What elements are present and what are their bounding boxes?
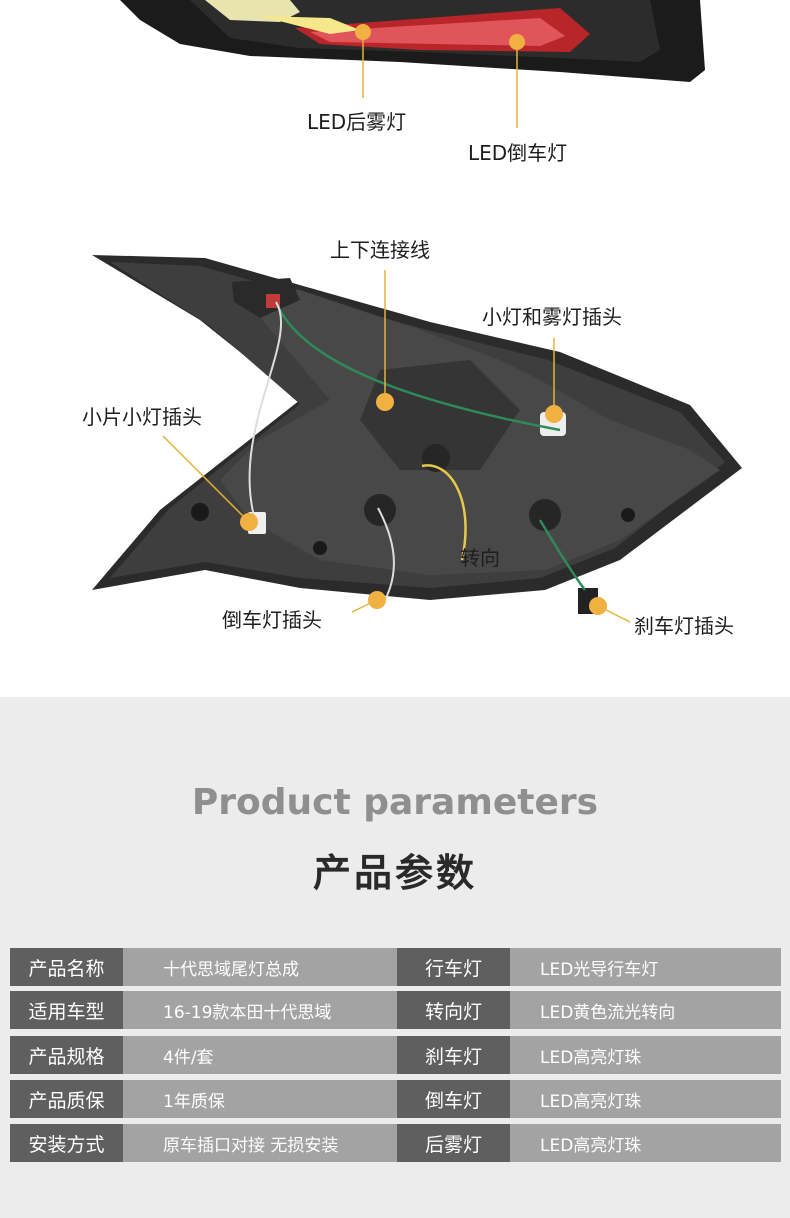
params-title-en: Product parameters bbox=[191, 782, 599, 823]
param-value: LED光导行车灯 bbox=[510, 948, 781, 986]
table-row: 产品名称 十代思域尾灯总成 行车灯 LED光导行车灯 bbox=[10, 948, 781, 986]
param-value: 4件/套 bbox=[123, 1036, 397, 1074]
callout-reverse-plug: 倒车灯插头 bbox=[222, 608, 322, 632]
param-value: LED高亮灯珠 bbox=[510, 1036, 781, 1074]
taillight-front-view bbox=[120, 0, 705, 82]
param-key: 适用车型 bbox=[10, 991, 123, 1029]
param-value: 16-19款本田十代思域 bbox=[123, 991, 397, 1029]
callout-connecting-wire: 上下连接线 bbox=[330, 238, 430, 262]
param-value: 原车插口对接 无损安装 bbox=[123, 1124, 397, 1162]
table-row: 适用车型 16-19款本田十代思域 转向灯 LED黄色流光转向 bbox=[10, 991, 781, 1029]
table-row: 产品质保 1年质保 倒车灯 LED高亮灯珠 bbox=[10, 1080, 781, 1118]
table-row: 安装方式 原车插口对接 无损安装 后雾灯 LED高亮灯珠 bbox=[10, 1124, 781, 1162]
param-key: 产品规格 bbox=[10, 1036, 123, 1074]
param-key: 倒车灯 bbox=[397, 1080, 510, 1118]
param-key: 行车灯 bbox=[397, 948, 510, 986]
params-title-cn: 产品参数 bbox=[312, 851, 477, 895]
param-key: 转向灯 bbox=[397, 991, 510, 1029]
table-row: 产品规格 4件/套 刹车灯 LED高亮灯珠 bbox=[10, 1036, 781, 1074]
param-value: LED高亮灯珠 bbox=[510, 1080, 781, 1118]
callout-turn: 转向 bbox=[460, 546, 500, 570]
product-photo-section: LED后雾灯 LED倒车灯 上下连接线 小灯和雾灯插头 小片小灯插头 转向 倒车… bbox=[82, 0, 742, 638]
param-key: 后雾灯 bbox=[397, 1124, 510, 1162]
param-key: 安装方式 bbox=[10, 1124, 123, 1162]
callout-rear-fog: LED后雾灯 bbox=[307, 110, 407, 134]
callout-reverse-light: LED倒车灯 bbox=[468, 141, 568, 165]
param-value: LED高亮灯珠 bbox=[510, 1124, 781, 1162]
callout-small-piece-plug: 小片小灯插头 bbox=[82, 405, 202, 429]
param-key: 刹车灯 bbox=[397, 1036, 510, 1074]
param-key: 产品名称 bbox=[10, 948, 123, 986]
taillight-illustration bbox=[92, 0, 742, 623]
param-key: 产品质保 bbox=[10, 1080, 123, 1118]
callout-small-fog-plug: 小灯和雾灯插头 bbox=[482, 305, 622, 329]
param-value: 十代思域尾灯总成 bbox=[123, 948, 397, 986]
callout-brake-plug: 刹车灯插头 bbox=[634, 614, 734, 638]
param-value: 1年质保 bbox=[123, 1080, 397, 1118]
taillight-back-view bbox=[92, 255, 742, 614]
param-value: LED黄色流光转向 bbox=[510, 991, 781, 1029]
